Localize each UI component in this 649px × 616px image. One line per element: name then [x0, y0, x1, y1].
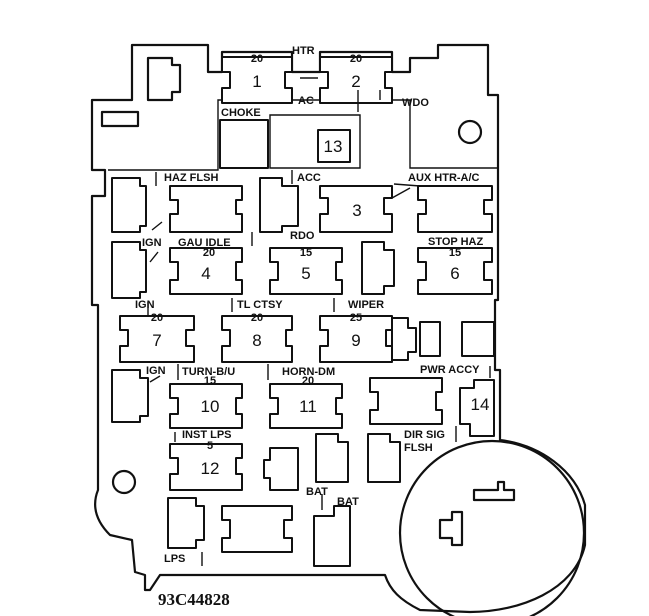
fuse-slot-bat-left [263, 447, 299, 491]
fuse-amps-12: 5 [207, 440, 213, 452]
fuse-slot-14 [459, 379, 495, 437]
fuse-amps-9: 25 [350, 312, 362, 324]
divider-relay-area [269, 114, 361, 169]
fuse-slot-lps [167, 497, 205, 549]
relay-right-2 [461, 321, 495, 357]
fuse-slot-dir-sig [367, 433, 401, 483]
round-connector [398, 439, 586, 616]
fuse-slot-left-middle [111, 241, 147, 299]
fuse-amps-8: 20 [251, 312, 263, 324]
fuse-slot-rdo-small [361, 241, 395, 295]
label-ign-left-3: IGN [146, 365, 166, 377]
fuse-amps-11: 20 [302, 375, 314, 387]
fuse-slot-4 [169, 247, 243, 295]
fuse-slot-6 [417, 247, 493, 295]
fuse-slot-aux-htr [417, 185, 493, 233]
fuse-slot-acc-small [259, 177, 299, 233]
fuse-block-outline [90, 43, 587, 614]
fuse-slot-5 [269, 247, 343, 295]
fuse-number-9: 9 [351, 331, 360, 350]
fuse-amps-4: 20 [203, 247, 215, 259]
label-inst-lps: INST LPS [182, 429, 232, 441]
fuse-slot-2 [319, 56, 393, 104]
label-haz-flsh: HAZ FLSH [164, 172, 218, 184]
fuse-slot-choke [219, 119, 269, 169]
label-bat-2: BAT [337, 496, 359, 508]
label-rdo: RDO [290, 230, 315, 242]
label-wiper: WIPER [348, 299, 384, 311]
wiper-connector [391, 317, 417, 361]
relay-right-1 [419, 321, 441, 357]
label-htr: HTR [292, 45, 315, 57]
arrows [147, 77, 491, 566]
mount-slot-left [100, 110, 140, 128]
label-ign-left-1: IGN [142, 237, 162, 249]
fuse-number-1: 1 [252, 72, 261, 91]
fuse-number-12: 12 [201, 459, 220, 478]
label-stop-haz: STOP HAZ [428, 236, 483, 248]
fuse-slot-left-upper [111, 177, 147, 233]
label-tl-ctsy: TL CTSY [237, 299, 283, 311]
fuse-amps-1: 20 [251, 53, 263, 65]
fuse-slot-7 [119, 315, 195, 363]
fuse-number-11: 11 [299, 397, 317, 416]
fuse-slot-13 [317, 129, 351, 163]
fuse-slot-12 [169, 443, 243, 491]
fuse-number-3: 3 [352, 201, 361, 220]
fuse-number-6: 6 [450, 264, 459, 283]
label-ac: AC [298, 95, 314, 107]
fuse-slot-8 [221, 315, 293, 363]
fuse-number-14: 14 [471, 395, 490, 414]
fuse-slot-bottom-right [313, 505, 351, 567]
fuse-slot-11 [269, 383, 343, 429]
diagram-code: 93C44828 [158, 590, 230, 609]
label-dir-sig: DIR SIG [404, 429, 445, 441]
fuse-amps-7: 20 [151, 312, 163, 324]
label-acc: ACC [297, 172, 321, 184]
fuse-amps-2: 20 [350, 53, 362, 65]
fuse-slot-10 [169, 383, 243, 429]
label-horn-dm: HORN-DM [282, 366, 335, 378]
fuse-number-13: 13 [324, 137, 343, 156]
fuse-number-7: 7 [152, 331, 161, 350]
label-choke: CHOKE [221, 107, 261, 119]
label-aux-htr-ac: AUX HTR-A/C [408, 172, 480, 184]
fuse-number-8: 8 [252, 331, 261, 350]
fuse-number-4: 4 [201, 264, 210, 283]
fuse-slot-left-lower [111, 369, 149, 423]
round-connector-tab-top [472, 480, 516, 502]
fuse-number-2: 2 [351, 72, 360, 91]
label-ign-7: IGN [135, 299, 155, 311]
divider-top [108, 99, 498, 171]
fuse-slot-1 [221, 56, 293, 104]
fuse-amps-6: 15 [449, 247, 461, 259]
mounting-hole-bottom [111, 469, 137, 495]
fuse-number-5: 5 [301, 264, 310, 283]
label-lps: LPS [164, 553, 185, 565]
fuse-slot-bat-right [315, 433, 349, 483]
label-turn-bu: TURN-B/U [182, 366, 235, 378]
fuse-amps-10: 15 [204, 375, 216, 387]
label-pwr-accy: PWR ACCY [420, 364, 480, 376]
fuse-slot-haz-flsh [169, 185, 243, 233]
mounting-hole-top [457, 119, 483, 145]
label-wdo: WDO [402, 97, 429, 109]
round-connector-tab-left [438, 510, 464, 547]
fuse-number-10: 10 [201, 397, 220, 416]
fuse-slot-bottom-center [221, 505, 293, 553]
label-gau-idle: GAU IDLE [178, 237, 231, 249]
fuse-slot-pwr-accy [369, 377, 443, 425]
label-bat-1: BAT [306, 486, 328, 498]
fuse-amps-5: 15 [300, 247, 312, 259]
upper-left-tab [146, 56, 182, 102]
label-flsh: FLSH [404, 442, 433, 454]
